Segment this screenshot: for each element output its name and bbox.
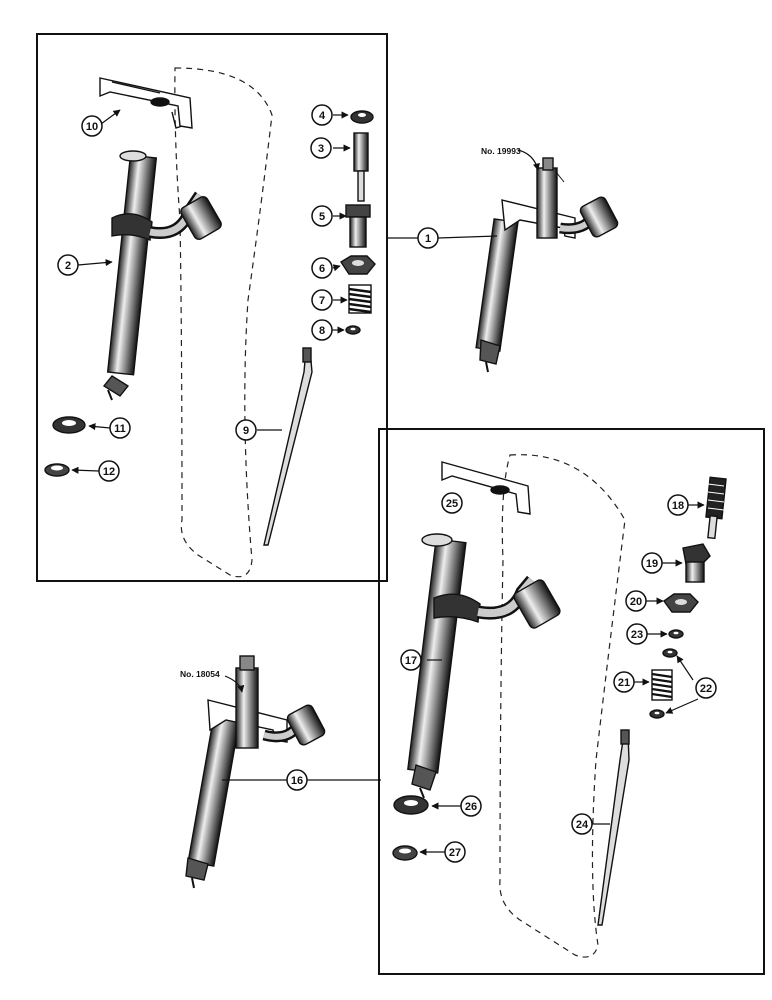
callout-19: 19 [641, 552, 663, 574]
injector-assembly-16 [185, 655, 326, 889]
svg-text:7: 7 [319, 295, 325, 307]
svg-text:25: 25 [446, 498, 458, 510]
svg-text:27: 27 [449, 847, 461, 859]
svg-text:4: 4 [319, 110, 326, 122]
dashed-group-lower [499, 454, 626, 958]
callout-12: 12 [98, 460, 120, 482]
callout-10: 10 [81, 115, 103, 137]
callout-18: 18 [667, 494, 689, 516]
washer-22-lower [649, 709, 665, 719]
callout-6: 6 [311, 257, 333, 279]
valve-24 [597, 729, 630, 926]
nut-4 [350, 110, 374, 124]
cap-5 [345, 204, 371, 248]
svg-text:9: 9 [243, 425, 249, 437]
svg-text:1: 1 [425, 233, 431, 245]
svg-text:26: 26 [465, 801, 477, 813]
callout-24: 24 [571, 813, 593, 835]
injector-body-2 [102, 150, 222, 401]
svg-text:16: 16 [291, 775, 303, 787]
adjusting-screw-3 [353, 132, 369, 202]
callout-20: 20 [625, 590, 647, 612]
callout-16: 16 [286, 769, 308, 791]
injector-body-17 [407, 533, 561, 799]
cap-19 [682, 543, 711, 583]
washer-26 [393, 795, 429, 815]
clamp-bracket-25 [441, 461, 531, 515]
svg-text:12: 12 [103, 466, 115, 478]
svg-text:18: 18 [672, 500, 684, 512]
svg-text:6: 6 [319, 263, 325, 275]
callout-23: 23 [626, 623, 648, 645]
callout-2: 2 [57, 254, 79, 276]
lock-nut-6 [340, 255, 376, 275]
spring-7 [348, 284, 372, 314]
assembly-note-top: No. 19993 [481, 146, 521, 156]
svg-text:5: 5 [319, 211, 325, 223]
adjusting-screw-18 [705, 476, 727, 540]
svg-text:20: 20 [630, 596, 642, 608]
spring-seat-8 [345, 325, 361, 335]
svg-text:10: 10 [86, 121, 98, 133]
callout-8: 8 [311, 319, 333, 341]
callout-5: 5 [311, 205, 333, 227]
seal-27 [392, 845, 418, 861]
callout-22: 22 [695, 677, 717, 699]
svg-text:21: 21 [618, 677, 630, 689]
injector-assembly-1 [475, 157, 619, 373]
svg-text:17: 17 [405, 655, 417, 667]
washer-23 [668, 629, 684, 639]
svg-text:24: 24 [576, 819, 589, 831]
svg-text:11: 11 [114, 423, 126, 435]
callout-11: 11 [109, 417, 131, 439]
leader-lines [71, 109, 705, 856]
callout-7: 7 [311, 289, 333, 311]
washer-11 [52, 416, 86, 434]
svg-text:8: 8 [319, 325, 325, 337]
washer-22-upper [662, 648, 678, 658]
spring-21 [651, 669, 673, 701]
clamp-bracket-10 [99, 77, 193, 129]
callout-4: 4 [311, 104, 333, 126]
callout-21: 21 [613, 671, 635, 693]
svg-text:23: 23 [631, 629, 643, 641]
callout-26: 26 [460, 795, 482, 817]
panel-frame-lower-right [378, 428, 765, 975]
callout-1: 1 [417, 227, 439, 249]
callout-9: 9 [235, 419, 257, 441]
lock-nut-20 [663, 593, 699, 613]
svg-text:3: 3 [318, 143, 324, 155]
svg-text:19: 19 [646, 558, 658, 570]
callout-27: 27 [444, 841, 466, 863]
seal-12 [44, 463, 70, 477]
callout-17: 17 [400, 649, 422, 671]
dashed-group-upper [174, 67, 273, 578]
svg-text:22: 22 [700, 683, 712, 695]
callout-25: 25 [441, 492, 463, 514]
assembly-note-bottom: No. 18054 [180, 669, 220, 679]
svg-text:2: 2 [65, 260, 71, 272]
panel-frame-upper-left [36, 33, 388, 582]
callout-3: 3 [310, 137, 332, 159]
valve-9 [263, 347, 313, 546]
